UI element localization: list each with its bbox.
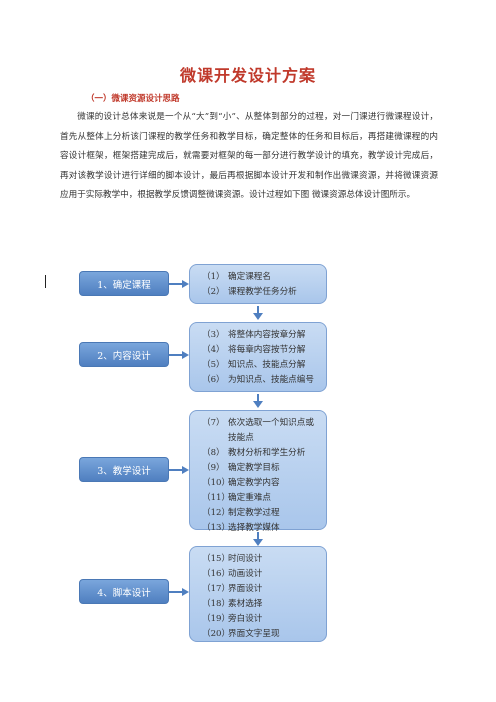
arrow-right-icon — [169, 588, 189, 596]
document-title: 微课开发设计方案 — [179, 66, 316, 85]
step-text: 选择教学媒体 — [228, 523, 280, 533]
step-row: （6）为知识点、技能点编号 — [202, 373, 320, 388]
step-text: 旁白设计 — [228, 614, 263, 624]
step-number: （10） — [202, 478, 231, 488]
step-text: 素材选择 — [228, 599, 263, 609]
steps-box-determine-course: （1）确定课程名 （2）课程教学任务分析 — [189, 264, 327, 304]
step-text: 教材分析和学生分析 — [228, 448, 306, 458]
step-row: （15）时间设计 — [202, 552, 320, 567]
step-row: （13）选择教学媒体 — [202, 521, 320, 536]
step-text: 课程教学任务分析 — [228, 287, 297, 297]
step-text: 依次选取一个知识点或技能点 — [228, 418, 314, 443]
step-text: 确定课程名 — [228, 272, 271, 282]
step-row: （1）确定课程名 — [202, 270, 320, 285]
step-number: （8） — [202, 448, 225, 458]
step-row: （7）依次选取一个知识点或技能点 — [202, 416, 320, 446]
step-number: （17） — [202, 584, 231, 594]
stage-teaching-design: 3、教学设计 — [79, 457, 169, 482]
arrow-down-icon — [253, 532, 263, 546]
step-row: （19）旁白设计 — [202, 612, 320, 627]
text-cursor — [45, 275, 46, 288]
step-row: （2）课程教学任务分析 — [202, 285, 320, 300]
step-number: （2） — [202, 287, 225, 297]
arrow-right-icon — [169, 280, 189, 288]
step-row: （8）教材分析和学生分析 — [202, 446, 320, 461]
stage-script-design: 4、脚本设计 — [79, 579, 169, 604]
arrow-right-icon — [169, 466, 189, 474]
step-text: 动画设计 — [228, 569, 263, 579]
step-text: 制定教学过程 — [228, 508, 280, 518]
step-text: 时间设计 — [228, 554, 263, 564]
arrow-down-icon — [253, 306, 263, 320]
step-row: （3）将整体内容按章分解 — [202, 328, 320, 343]
step-text: 确定教学目标 — [228, 463, 280, 473]
step-number: （11） — [202, 493, 231, 503]
step-text: 确定重难点 — [228, 493, 271, 503]
stage-determine-course: 1、确定课程 — [79, 271, 169, 296]
step-row: （11）确定重难点 — [202, 491, 320, 506]
step-text: 将每章内容按节分解 — [228, 345, 306, 355]
step-text: 界面文字呈现 — [228, 629, 280, 639]
arrow-down-icon — [253, 394, 263, 408]
section-heading: （一）微课资源设计思路 — [86, 94, 180, 104]
step-row: （18）素材选择 — [202, 597, 320, 612]
step-number: （16） — [202, 569, 231, 579]
step-number: （18） — [202, 599, 231, 609]
step-text: 将整体内容按章分解 — [228, 330, 306, 340]
step-number: （13） — [202, 523, 231, 533]
step-number: （1） — [202, 272, 225, 282]
step-row: （5）知识点、技能点分解 — [202, 358, 320, 373]
step-row: （4）将每章内容按节分解 — [202, 343, 320, 358]
step-row: （12）制定教学过程 — [202, 506, 320, 521]
arrow-right-icon — [169, 351, 189, 359]
step-number: （12） — [202, 508, 231, 518]
step-number: （5） — [202, 360, 225, 370]
step-number: （7） — [202, 418, 225, 428]
step-number: （4） — [202, 345, 225, 355]
step-number: （20） — [202, 629, 231, 639]
step-row: （17）界面设计 — [202, 582, 320, 597]
step-number: （19） — [202, 614, 231, 624]
step-row: （10）确定教学内容 — [202, 476, 320, 491]
step-text: 确定教学内容 — [228, 478, 280, 488]
steps-box-content-design: （3）将整体内容按章分解 （4）将每章内容按节分解 （5）知识点、技能点分解 （… — [189, 322, 327, 392]
step-row: （9）确定教学目标 — [202, 461, 320, 476]
step-row: （16）动画设计 — [202, 567, 320, 582]
steps-box-script-design: （15）时间设计 （16）动画设计 （17）界面设计 （18）素材选择 （19）… — [189, 546, 327, 642]
step-text: 界面设计 — [228, 584, 263, 594]
step-text: 知识点、技能点分解 — [228, 360, 306, 370]
step-row: （20）界面文字呈现 — [202, 627, 320, 642]
stage-content-design: 2、内容设计 — [79, 342, 169, 367]
step-number: （15） — [202, 554, 231, 564]
steps-box-teaching-design: （7）依次选取一个知识点或技能点 （8）教材分析和学生分析 （9）确定教学目标 … — [189, 410, 327, 533]
step-number: （9） — [202, 463, 225, 473]
body-paragraph: 微课的设计总体来说是一个从“大”到“小”、从整体到部分的过程，对一门课进行微课程… — [60, 112, 438, 200]
step-number: （3） — [202, 330, 225, 340]
step-number: （6） — [202, 375, 225, 385]
step-text: 为知识点、技能点编号 — [228, 375, 314, 385]
